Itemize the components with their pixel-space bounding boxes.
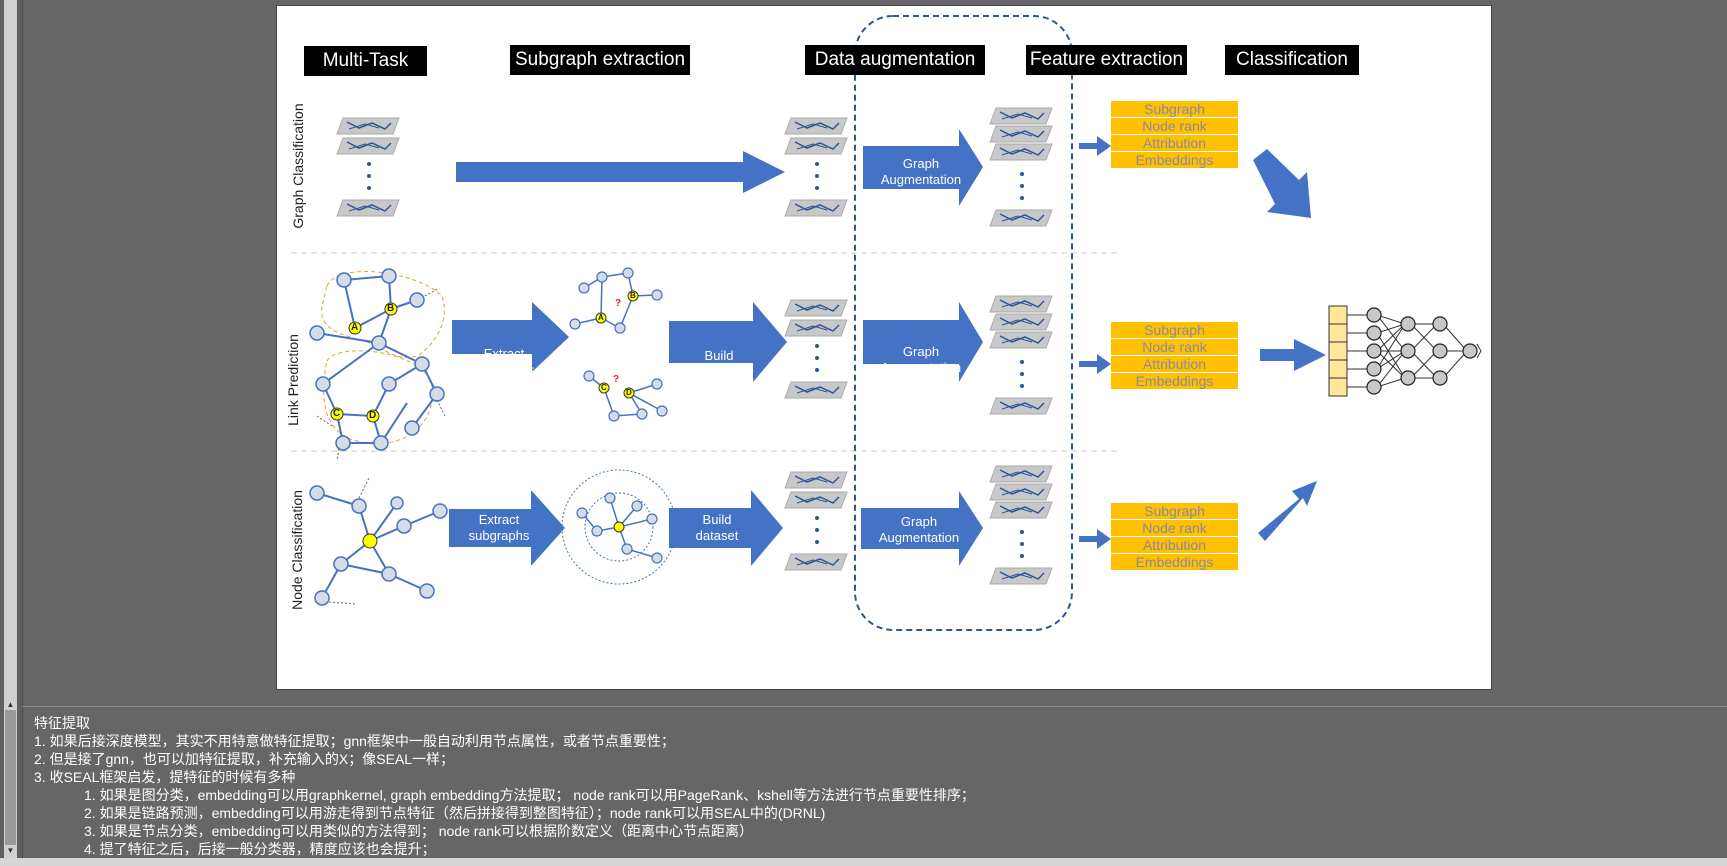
- sub-letter-c: C: [601, 383, 607, 392]
- row-label-link-prediction: Link Prediction: [285, 334, 301, 426]
- header-data-augmentation: Data augmentation: [805, 45, 985, 75]
- augmentation-box: [854, 15, 1073, 631]
- scroll-up-icon[interactable]: ▲: [6, 700, 15, 709]
- feature-embeddings: Embeddings: [1111, 152, 1238, 168]
- feature-node-rank: Node rank: [1111, 118, 1238, 134]
- sub-question-cd: ?: [613, 374, 620, 385]
- feature-subgraph: Subgraph: [1111, 101, 1238, 117]
- header-feature-extraction: Feature extraction: [1026, 45, 1187, 75]
- left-panel-strip: ▲ ▼: [0, 0, 23, 866]
- node-subgraph: [561, 469, 677, 585]
- row1-long-arrow: [456, 151, 785, 193]
- sub-question-ab: ?: [615, 298, 622, 309]
- feature-embeddings: Embeddings: [1111, 554, 1238, 570]
- slide-diagram: [291, 15, 1482, 631]
- speaker-notes[interactable]: 特征提取 1. 如果后接深度模型，其实不用特意做特征提取；gnn框架中一般自动利…: [34, 714, 1684, 858]
- header-multitask: Multi-Task: [304, 46, 427, 76]
- scrollbar-thumb[interactable]: [5, 710, 16, 845]
- node-letter-d-row2: D: [369, 410, 377, 421]
- notes-subitem: 4. 提了特征之后，后接一般分类器，精度应该也会提升；: [84, 841, 436, 857]
- link-subgraphs: [569, 267, 668, 422]
- notes-subitem: 2. 如果是链路预测，embedding可以用游走得到节点特征（然后拼接得到整图…: [84, 805, 826, 821]
- feature-attribution: Attribution: [1111, 135, 1238, 151]
- node-letter-a-row2: A: [351, 322, 359, 333]
- vertical-scrollbar[interactable]: ▲ ▼: [4, 0, 17, 858]
- status-bar: [0, 858, 1727, 866]
- classifier-network: [1328, 305, 1482, 397]
- sub-letter-a: A: [598, 313, 604, 322]
- row-label-node-classification: Node Classification: [289, 490, 305, 610]
- scroll-down-icon[interactable]: ▼: [6, 846, 15, 855]
- feature-subgraph: Subgraph: [1111, 322, 1238, 338]
- slide-canvas[interactable]: Multi-Task Subgraph extraction Data augm…: [276, 5, 1492, 690]
- notes-item: 1. 如果后接深度模型，其实不用特意做特征提取；gnn框架中一般自动利用节点属性…: [34, 733, 675, 749]
- feature-attribution: Attribution: [1111, 356, 1238, 372]
- feature-attribution: Attribution: [1111, 537, 1238, 553]
- notes-item: 2. 但是接了gnn，也可以加特征提取，补充输入的X；像SEAL一样；: [34, 751, 455, 767]
- notes-subitem: 1. 如果是图分类，embedding可以用graphkernel, graph…: [84, 787, 975, 803]
- notes-divider[interactable]: [22, 706, 1727, 707]
- sub-letter-b: B: [630, 291, 636, 300]
- node-letter-b-row2: B: [387, 303, 395, 314]
- link-graph: [309, 268, 446, 462]
- node-graph: [309, 477, 448, 606]
- header-subgraph-extraction: Subgraph extraction: [510, 45, 690, 75]
- row-label-graph-classification: Graph Classification: [290, 103, 306, 229]
- feature-node-rank: Node rank: [1111, 520, 1238, 536]
- feature-subgraph: Subgraph: [1111, 503, 1238, 519]
- notes-subitem: 3. 如果是节点分类，embedding可以用类似的方法得到； node ran…: [84, 823, 753, 839]
- header-classification: Classification: [1225, 45, 1359, 75]
- feature-embeddings: Embeddings: [1111, 373, 1238, 389]
- notes-title: 特征提取: [34, 715, 90, 731]
- feature-node-rank: Node rank: [1111, 339, 1238, 355]
- notes-item: 3. 收SEAL框架启发，提特征的时候有多种: [34, 769, 296, 785]
- sub-letter-d: D: [626, 388, 632, 397]
- node-letter-c-row2: C: [333, 408, 341, 419]
